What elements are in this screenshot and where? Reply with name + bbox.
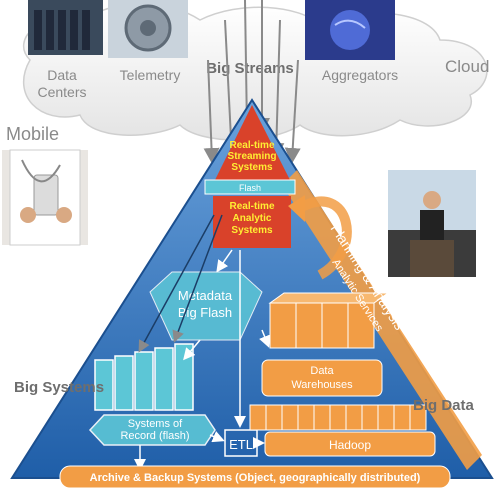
hadoop-box [264, 431, 436, 457]
mobile-label: Mobile [6, 124, 59, 144]
metadata-hexagon [149, 271, 263, 341]
cloud-label: Cloud [445, 57, 489, 76]
hadoop-label: Hadoop [329, 438, 371, 452]
big-systems-rack [94, 343, 194, 411]
big-data-label: Big Data [413, 397, 475, 414]
etl-label: ETL [229, 437, 253, 452]
flash-bar [204, 179, 296, 195]
operations-arrows [138, 214, 223, 353]
big-systems-label: Big Systems [14, 379, 104, 396]
archive-bar [59, 465, 451, 489]
server-rack-photo [28, 0, 103, 55]
big-streams-label: Big Streams [206, 60, 294, 77]
turbine-photo [108, 0, 188, 58]
streaming-systems-box [215, 105, 290, 180]
warehouses-box [261, 359, 383, 397]
flash-label: Flash [239, 183, 261, 193]
doctor-phone-photo [2, 149, 88, 246]
archive-label: Archive & Backup Systems (Object, geogra… [90, 472, 421, 484]
warehouse-cubes [268, 292, 390, 349]
source-label-telemetry: Telemetry [120, 67, 181, 83]
globe-photo [305, 0, 395, 60]
source-label-aggregators: Aggregators [322, 67, 398, 83]
curved-arrow-icon [297, 196, 352, 280]
hadoop-cubes [249, 404, 427, 431]
presenter-photo [388, 170, 476, 277]
stream-arrows [203, 0, 301, 164]
systems-of-record-box [88, 414, 216, 446]
curved-arrow-head [288, 195, 305, 222]
connector-arrows [134, 249, 271, 471]
planning-band [282, 170, 482, 470]
analytic-systems-box [213, 196, 291, 248]
